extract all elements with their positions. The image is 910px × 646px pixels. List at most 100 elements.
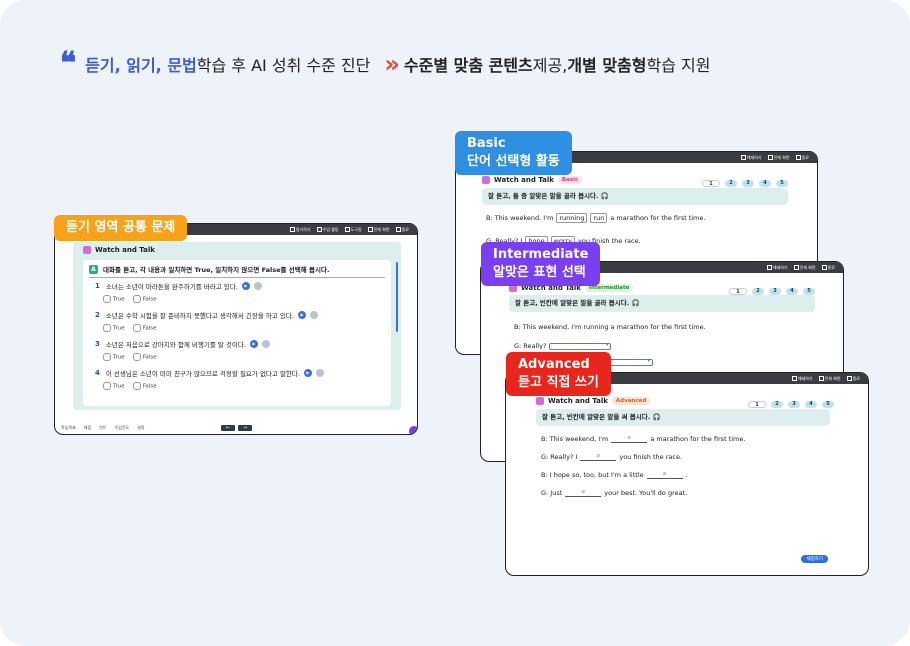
topbar-item[interactable]: 해제하기 [741, 155, 762, 161]
topbar-item[interactable]: 종료 [847, 376, 860, 382]
topbar-item[interactable]: 종료 [396, 227, 409, 233]
false-radio[interactable]: False [133, 353, 157, 361]
page-button[interactable]: 2 [771, 401, 783, 408]
headphone-icon[interactable]: 🎧 [631, 299, 640, 307]
instruction-text: 잘 듣고, 빈칸에 알맞은 말을 써 봅시다. [542, 413, 651, 421]
page-button[interactable]: 1 [729, 288, 747, 295]
true-radio[interactable]: True [103, 382, 125, 390]
quote-icon: ❝ [60, 46, 76, 81]
line-text: . [685, 471, 688, 479]
play-icon[interactable]: ▶ [249, 340, 258, 348]
answer-blank[interactable]: ⌀ [646, 471, 683, 479]
false-radio[interactable]: False [133, 295, 157, 303]
topbar-item[interactable]: 도구함 [345, 227, 362, 233]
topbar-item[interactable]: 전체 화면 [768, 155, 790, 161]
page-button[interactable]: 3 [788, 401, 800, 408]
play-icon[interactable]: ▶ [303, 369, 312, 377]
question-text: 이 선생님은 소년이 미미 친구가 많으므로 걱정할 필요가 없다고 말한다. [105, 370, 300, 378]
page-button[interactable]: 1 [702, 180, 720, 187]
app-icon [536, 397, 544, 405]
line-text: you finish the race. [578, 237, 641, 245]
line-text: G: Really? I [486, 237, 523, 245]
topbar-item[interactable]: 종료 [796, 155, 809, 161]
topbar-item[interactable]: 해제하기 [767, 265, 788, 271]
line-text: B: This weekend, I'm [486, 214, 554, 222]
dialogue-line-4: G: Just⌀your best. You'll do great. [541, 489, 687, 497]
true-radio[interactable]: True [103, 353, 125, 361]
footer-item[interactable]: 힌트 [99, 425, 107, 430]
tag-title: Basic [467, 136, 506, 151]
assistant-icon[interactable] [409, 426, 417, 434]
page-button[interactable]: 5 [822, 401, 834, 408]
stop-icon[interactable] [253, 282, 262, 290]
page-button[interactable]: 5 [776, 180, 788, 187]
page-button[interactable]: 3 [742, 180, 754, 187]
topbar-item[interactable]: 해제하기 [792, 376, 813, 382]
line-text: G: Really? [514, 342, 547, 350]
topbar-item[interactable]: 필기하기 [290, 227, 311, 233]
app-icon [482, 176, 490, 184]
answer-blank[interactable]: ⌀ [565, 489, 602, 497]
line-text: G: Really? I [541, 453, 578, 461]
choice-running[interactable]: running [556, 213, 588, 223]
page-button[interactable]: 2 [725, 180, 737, 187]
answer-blank[interactable]: ⌀ [611, 435, 648, 443]
true-radio[interactable]: True [103, 295, 125, 303]
page-button[interactable]: 2 [752, 288, 764, 295]
topbar-item[interactable]: 수업 활동 [317, 227, 339, 233]
headline-diagnosis: 학습 후 AI 성취 수준 진단 [196, 56, 371, 75]
false-radio[interactable]: False [133, 382, 157, 390]
stop-icon[interactable] [261, 340, 270, 348]
page-button[interactable]: 5 [803, 288, 815, 295]
stop-icon[interactable] [309, 311, 318, 319]
question-text: 소년은 수학 시험을 잘 준비하지 못했다고 생각해서 긴장을 하고 있다. [105, 312, 294, 320]
page-button[interactable]: 4 [805, 401, 817, 408]
screen-topbar: 해제하기 전체 화면 종료 [481, 262, 843, 273]
app-title-text: Watch and Talk [521, 284, 581, 292]
options-2: True False [103, 324, 157, 332]
footer-item[interactable]: 학습목표 [61, 425, 76, 430]
topbar-item[interactable]: 전체 화면 [819, 376, 841, 382]
dialogue-line-2: G: Really? I⌀you finish the race. [541, 453, 682, 461]
topbar-item[interactable]: 전체 화면 [368, 227, 390, 233]
instruction-text: 잘 듣고, 빈칸에 알맞은 말을 골라 봅시다. [515, 299, 630, 307]
footer-item[interactable]: 수업진도 [114, 425, 130, 430]
line-text: B: I hope so, too, but I'm a little [541, 471, 644, 479]
answer-dropdown[interactable] [549, 342, 612, 350]
headline-support: 학습 지원 [646, 56, 711, 75]
play-icon[interactable]: ▶ [297, 311, 306, 319]
next-button[interactable]: → [238, 425, 252, 431]
scrollbar[interactable] [396, 262, 398, 332]
headphone-icon[interactable]: 🎧 [652, 413, 661, 421]
app-title: Watch and Talk [83, 246, 155, 254]
question-text: 소녀는 소년이 마라톤을 완주하기를 바라고 있다. [105, 283, 238, 291]
topbar-item[interactable]: 종료 [822, 265, 835, 271]
instruction-bar: 잘 듣고, 빈칸에 알맞은 말을 써 봅시다. 🎧 [536, 409, 830, 426]
page-button[interactable]: 4 [786, 288, 798, 295]
page-button[interactable]: 3 [769, 288, 781, 295]
tag-subtitle: 알맞은 표현 선택 [493, 265, 586, 280]
line-text: a marathon for the first time. [610, 214, 706, 222]
headphone-icon[interactable]: 🎧 [600, 192, 609, 200]
topbar-item[interactable]: 전체 화면 [794, 265, 816, 271]
page-button[interactable]: 4 [759, 180, 771, 187]
tag-title: Advanced [518, 357, 590, 372]
question-1: 1 소녀는 소년이 마라톤을 완주하기를 바라고 있다. ▶ [95, 281, 262, 291]
grade-button[interactable]: 채점하기 [801, 555, 828, 563]
prev-button[interactable]: ← [221, 425, 235, 431]
play-icon[interactable]: ▶ [241, 282, 250, 290]
footer-item[interactable]: 채점 [83, 425, 92, 430]
stop-icon[interactable] [315, 369, 324, 377]
headline-skills: 듣기, 읽기, 문법 [85, 56, 197, 75]
true-radio[interactable]: True [103, 324, 125, 332]
dialogue-line-1: B: This weekend, I'm running run a marat… [486, 213, 705, 223]
answer-blank[interactable]: ⌀ [580, 453, 617, 461]
page-button[interactable]: 1 [748, 401, 766, 408]
footer-item[interactable]: 설정 [137, 425, 145, 430]
line-text: B: This weekend, I'm [541, 435, 609, 443]
dialogue-line-3: B: I hope so, too, but I'm a little⌀. [541, 471, 688, 479]
false-radio[interactable]: False [133, 324, 157, 332]
choice-run[interactable]: run [590, 213, 608, 223]
